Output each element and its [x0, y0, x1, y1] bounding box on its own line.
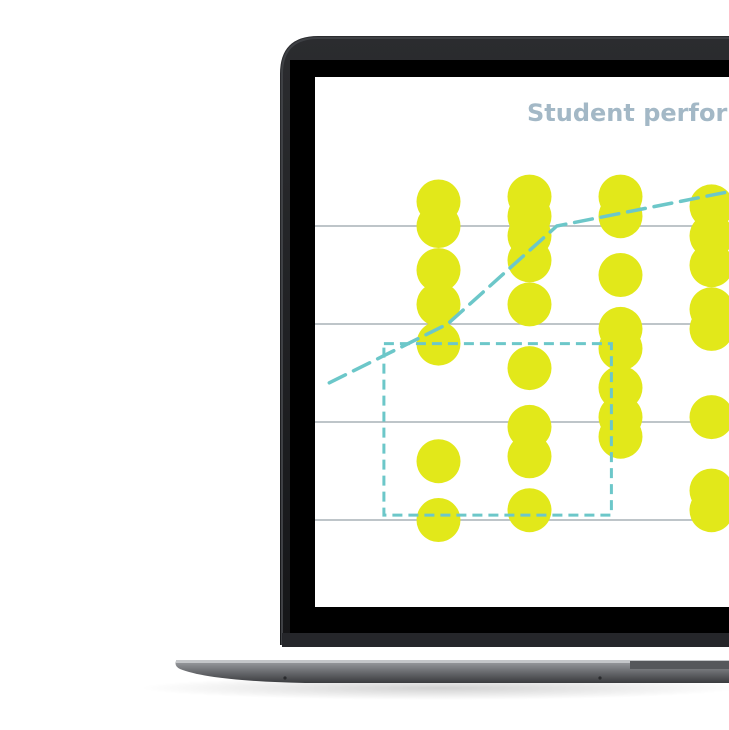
data-dot	[416, 282, 461, 327]
laptop-lid-edge	[281, 37, 729, 645]
laptop-base	[175, 661, 729, 683]
data-dot	[507, 238, 552, 283]
data-dot	[598, 326, 643, 371]
data-dot	[416, 439, 461, 484]
data-dot	[416, 204, 461, 248]
data-dot	[507, 434, 552, 479]
trackpad-notch	[630, 661, 729, 669]
data-dot	[598, 414, 643, 459]
highlight-box	[382, 342, 613, 517]
data-dot	[416, 248, 461, 293]
data-dot	[507, 282, 552, 327]
screen-chin	[282, 633, 729, 647]
data-dot	[689, 306, 729, 351]
chart-title: Student perfor	[527, 99, 727, 127]
chart: Student perfor	[315, 99, 729, 542]
data-dot	[507, 488, 552, 533]
chart-overlay	[327, 189, 729, 517]
data-dot	[598, 194, 643, 239]
data-dot	[507, 346, 552, 391]
data-dot	[689, 488, 729, 533]
data-dot	[689, 395, 729, 440]
data-dot	[416, 498, 461, 542]
foot-right	[598, 676, 602, 680]
trend-line	[327, 189, 729, 385]
data-dot	[598, 253, 643, 297]
foot-left	[283, 676, 287, 680]
data-dot	[689, 243, 729, 288]
laptop-base-highlight	[176, 660, 729, 663]
